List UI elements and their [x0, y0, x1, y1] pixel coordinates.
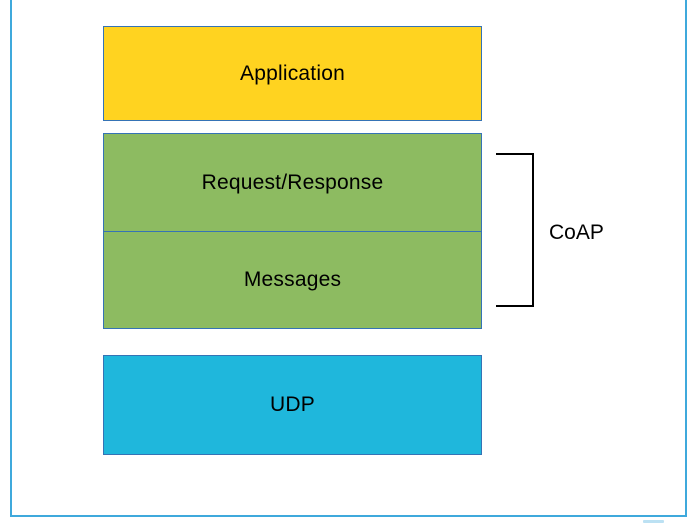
messages-layer-label: Messages	[243, 268, 342, 291]
coap-layers-box: Request/Response Messages	[103, 133, 482, 329]
application-layer-label: Application	[240, 61, 345, 85]
messages-layer-cell: Messages	[104, 231, 481, 328]
coap-bracket	[496, 153, 534, 307]
coap-bracket-label: CoAP	[549, 221, 604, 244]
request-response-layer-cell: Request/Response	[104, 134, 481, 231]
stray-blue-mark	[643, 520, 664, 523]
udp-layer-box: UDP	[103, 355, 482, 455]
application-layer-box: Application	[103, 26, 482, 121]
request-response-layer-label: Request/Response	[201, 170, 384, 194]
udp-layer-label: UDP	[270, 393, 315, 416]
page-frame	[10, 0, 687, 517]
